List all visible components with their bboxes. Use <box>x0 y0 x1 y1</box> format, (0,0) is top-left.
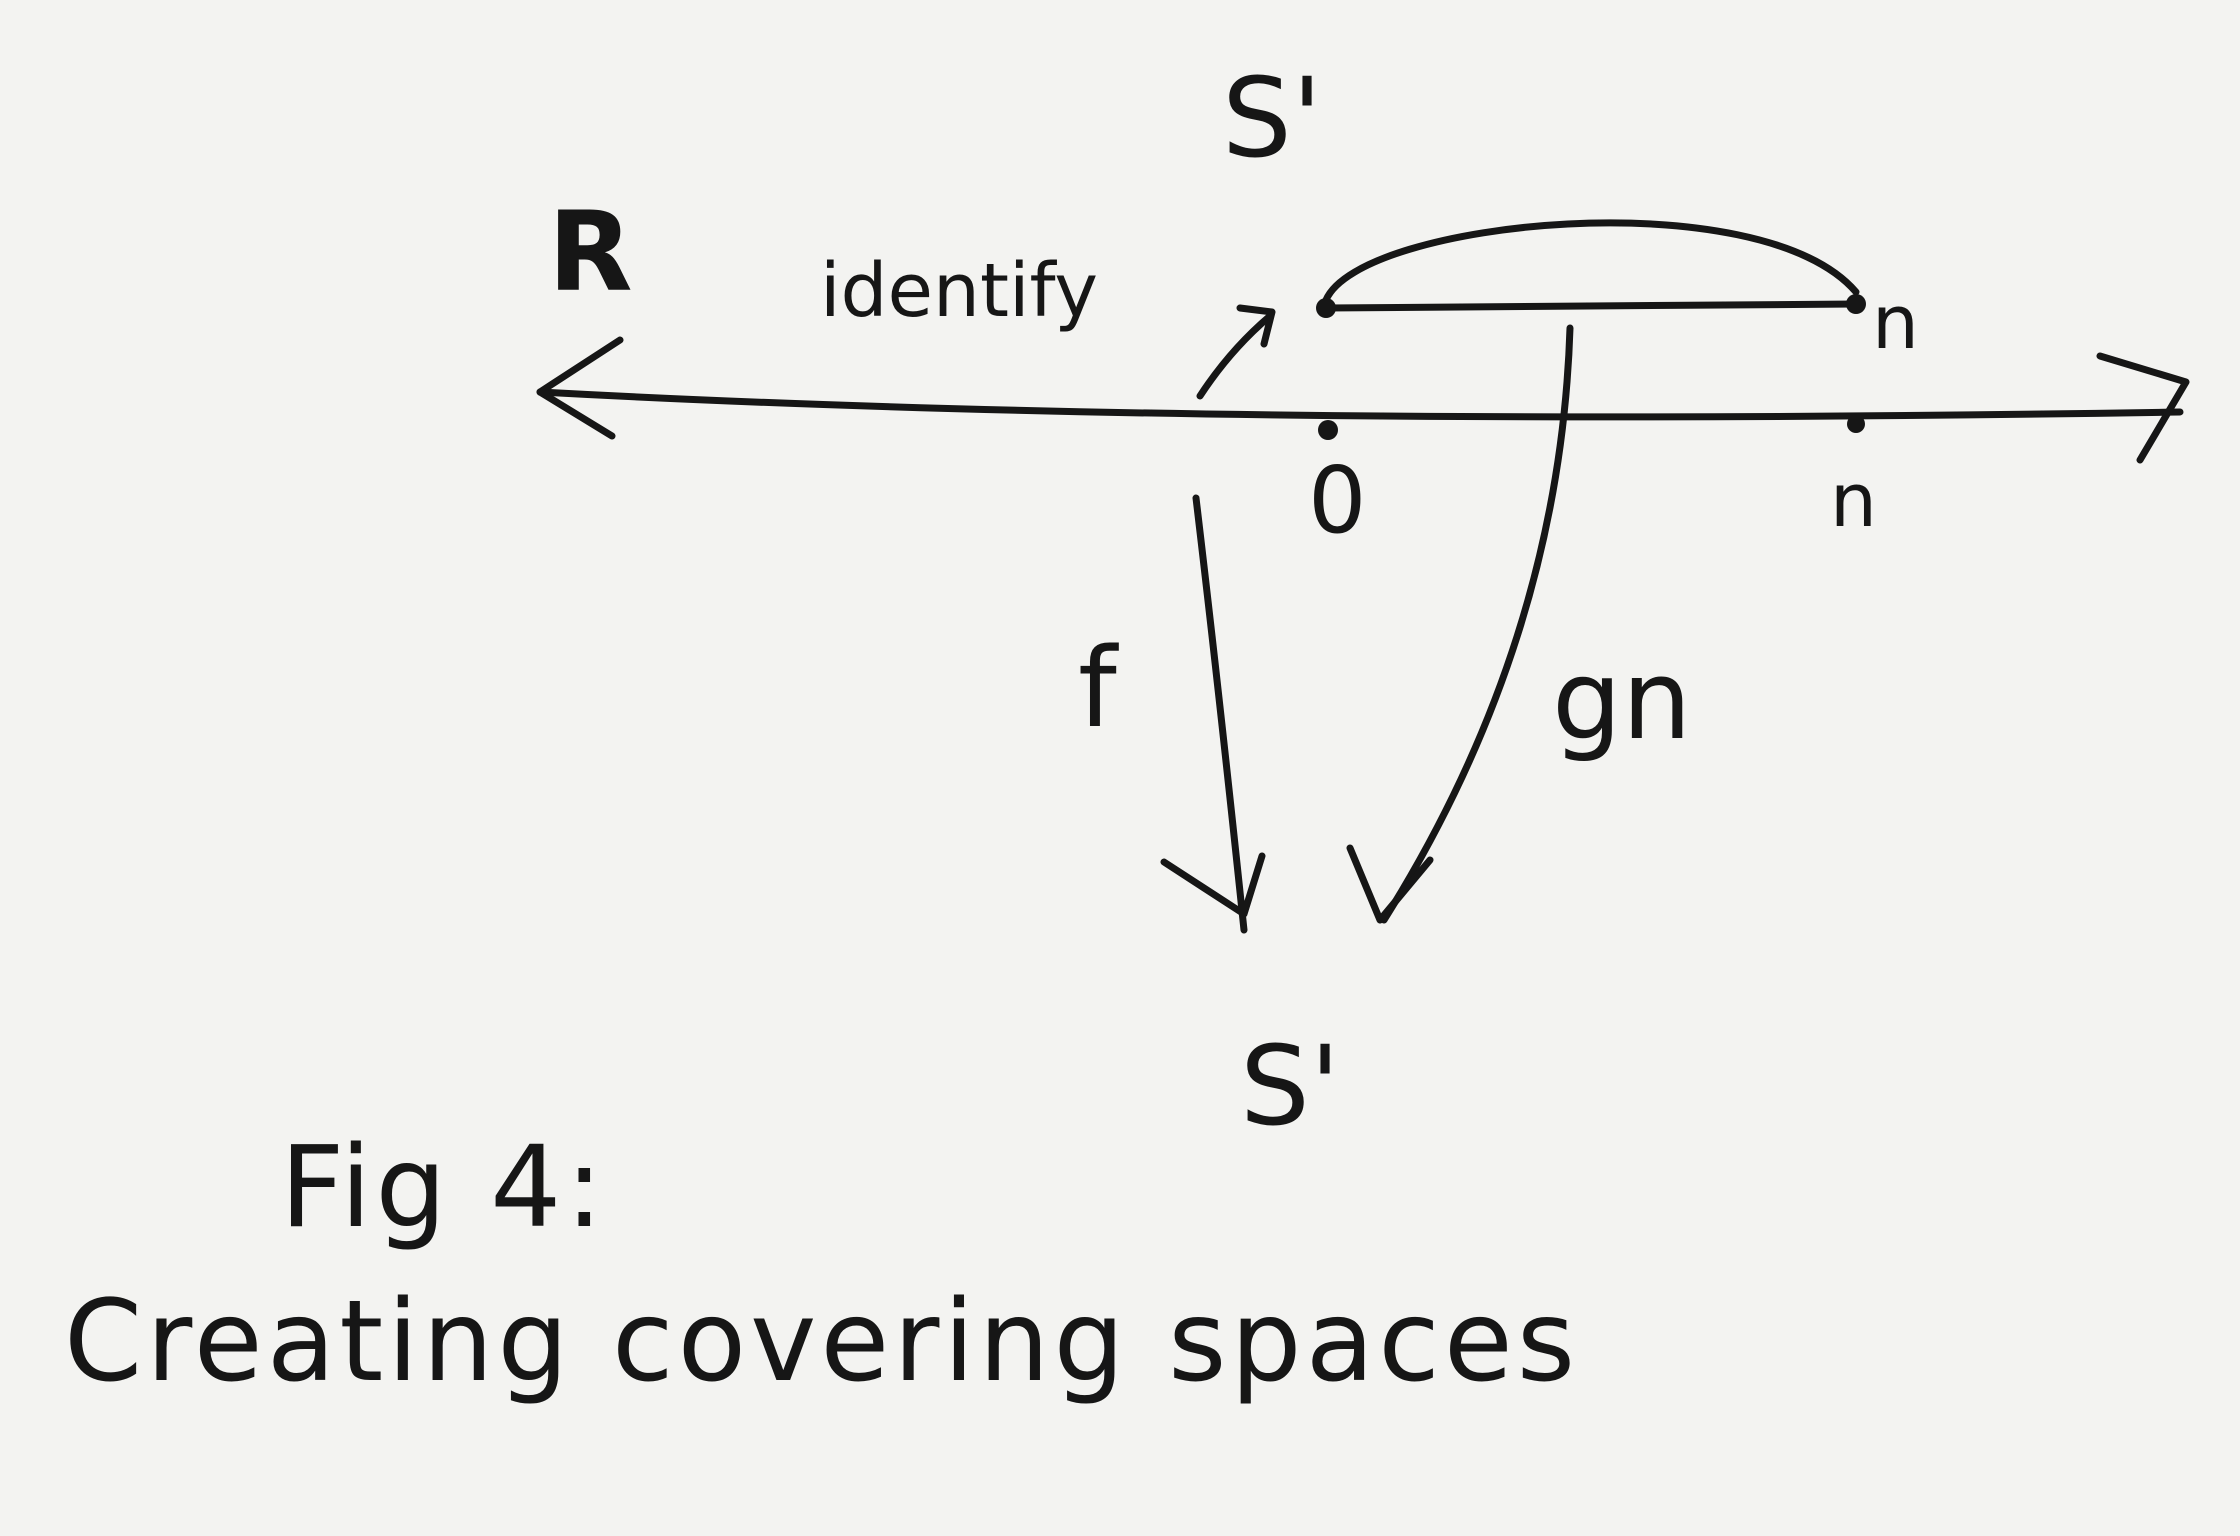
map-f-label: f <box>1078 624 1119 752</box>
identify-arrowhead <box>1236 304 1276 348</box>
figure-caption-line1: Fig 4: <box>280 1123 607 1253</box>
axis-zero-label: 0 <box>1308 447 1367 554</box>
bottom-space-label: S' <box>1240 1022 1340 1150</box>
circle-n-label: n <box>1872 280 1919 366</box>
identify-arrow <box>1196 312 1274 400</box>
axis-point-zero <box>1318 420 1338 440</box>
top-space-label: S' <box>1222 54 1322 182</box>
real-line-left-arrowhead <box>536 336 624 440</box>
axis-n-label: n <box>1830 458 1877 544</box>
circle-chord <box>1322 300 1860 312</box>
map-f-arrowhead <box>1160 852 1266 918</box>
axis-point-n <box>1847 415 1865 433</box>
circle-point-zero <box>1316 298 1336 318</box>
map-g-arrow <box>1380 324 1574 924</box>
real-line-axis <box>536 388 2184 421</box>
figure-caption-line2: Creating covering spaces <box>64 1277 1579 1407</box>
map-g-arrowhead <box>1346 844 1434 924</box>
circle-arc <box>1322 219 1860 304</box>
circle-point-n <box>1846 294 1866 314</box>
map-f-arrow <box>1192 494 1248 934</box>
real-line-right-arrowhead <box>2096 352 2190 464</box>
identify-label: identify <box>820 248 1098 334</box>
map-g-label: gn <box>1552 636 1692 764</box>
real-line-label: R <box>548 188 633 316</box>
